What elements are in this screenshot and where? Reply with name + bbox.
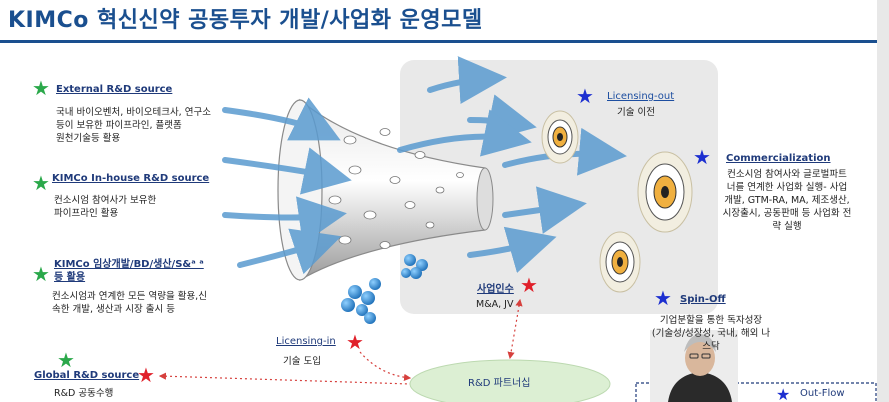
out-flow-box <box>635 382 877 402</box>
green-star-icon: ★ <box>32 171 50 195</box>
spin-off-desc: 기업분할을 통한 독자성장 (기술성/성장성, 국내, 해외 나 스닥 <box>651 315 771 352</box>
out-flow-label: Out-Flow <box>800 388 845 399</box>
global-rd-desc: R&D 공동수행 <box>54 388 114 399</box>
title-underline <box>0 40 889 43</box>
spin-off-label: Spin-Off <box>680 294 726 305</box>
licensing-in-label: Licensing-in <box>276 336 336 347</box>
licensing-in-desc: 기술 도입 <box>283 356 321 367</box>
presenter-video <box>650 330 738 402</box>
page-title: KIMCo 혁신신약 공동투자 개발/사업화 운영모델 <box>8 8 483 33</box>
licensing-out-desc: 기술 이전 <box>617 107 655 118</box>
target-licensing-out <box>541 110 579 164</box>
commercialization-label: Commercialization <box>726 153 831 164</box>
clinical-dev-label: KIMCo 임상개발/BD/생산/S&ᵃ ᵃ 등 활용 <box>54 259 204 283</box>
target-commercialization <box>637 151 693 233</box>
clinical-dev-desc: 컨소시엄과 연계한 모든 역량을 활용,신 속한 개발, 생산과 시장 출시 등 <box>52 291 207 315</box>
acquisition-label: 사업인수 <box>477 284 514 295</box>
blue-star-icon: ★ <box>693 145 711 169</box>
red-star-icon: ★ <box>520 273 538 297</box>
green-star-icon: ★ <box>57 348 75 372</box>
partnership-label: R&D 파트너십 <box>468 378 531 389</box>
green-star-icon: ★ <box>32 76 50 100</box>
red-star-icon: ★ <box>137 363 155 387</box>
commercialization-desc: 컨소시엄 참여사와 글로벌파트 너를 연계한 사업화 실행- 사업 개발, GT… <box>722 169 852 232</box>
red-star-icon: ★ <box>346 330 364 354</box>
external-rd-desc: 국내 바이오벤처, 바이오테크사, 연구소 등이 보유한 파이프라인, 플랫폼 … <box>56 107 211 144</box>
acquisition-desc: M&A, JV <box>476 299 514 310</box>
inhouse-rd-label: KIMCo In-house R&D source <box>52 173 210 184</box>
dotted-links <box>158 298 523 385</box>
blue-star-icon: ★ <box>654 286 672 310</box>
inhouse-rd-desc: 컨소시엄 참여사가 보유한 파이프라인 활용 <box>54 195 157 219</box>
scrollbar-edge <box>877 0 889 402</box>
global-rd-label: Global R&D source <box>34 370 140 381</box>
target-spin-off <box>599 231 641 293</box>
green-star-icon: ★ <box>32 262 50 286</box>
licensing-out-label: Licensing-out <box>607 91 675 102</box>
blue-star-icon: ★ <box>776 385 791 402</box>
external-rd-label: External R&D source <box>56 84 173 95</box>
blue-star-icon: ★ <box>576 84 594 108</box>
molecule-balls <box>341 254 428 324</box>
